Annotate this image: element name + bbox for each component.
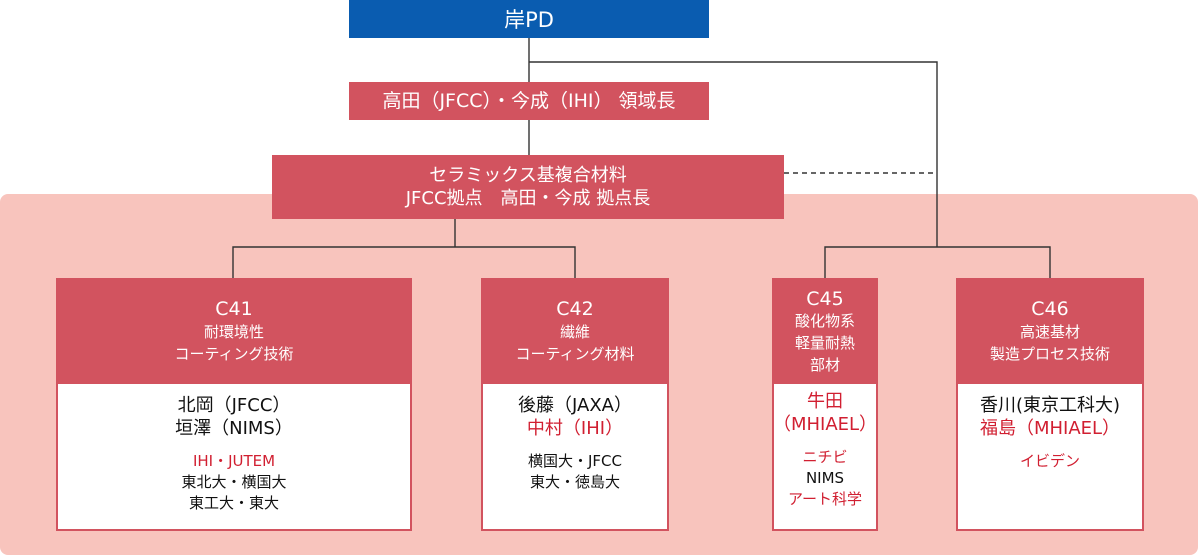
member-organization: 横国大・JFCC (528, 451, 622, 470)
group-leader: （MHIAEL） (772, 414, 878, 436)
group-title-line: 軽量耐熱 (794, 334, 855, 352)
group-card-c42: C42 繊維コーティング材料 後藤（JAXA）中村（IHI） 横国大・JFCC 東大・… (481, 278, 669, 531)
group-leader: 北岡（JFCC） (177, 395, 291, 416)
card-header: C45 酸化物系軽量耐熱部材 (774, 280, 876, 384)
base-line2: JFCC拠点 高田・今成 拠点長 (405, 188, 651, 209)
base-line1: セラミックス基複合材料 (429, 164, 627, 186)
base-branch-line (232, 246, 576, 278)
member-organization: IHI・JUTEM (192, 451, 276, 470)
group-card-c46: C46 高速基材製造プロセス技術 香川(東京工科大)福島（MHIAEL） イビデン (956, 278, 1144, 531)
group-code: C41 (215, 298, 253, 321)
card-body: 後藤（JAXA）中村（IHI） 横国大・JFCC 東大・徳島大 (483, 384, 667, 529)
member-organization: アート科学 (787, 489, 863, 508)
group-card-c41: C41 耐環境性コーティング技術 北岡（JFCC）垣澤（NIMS） IHI・JUTE… (56, 278, 412, 531)
group-code: C42 (556, 298, 594, 321)
group-card-c45: C45 酸化物系軽量耐熱部材 牛田（MHIAEL） ニチビ NIMS アート科学 (772, 278, 878, 531)
card-body: 牛田（MHIAEL） ニチビ NIMS アート科学 (772, 384, 878, 529)
base-box: セラミックス基複合材料 JFCC拠点 高田・今成 拠点長 (272, 155, 784, 219)
group-title-line: 酸化物系 (794, 312, 855, 331)
pd-branch-line (824, 246, 1051, 278)
pd-box: 岸PD (349, 0, 709, 38)
pd-direct-line (529, 61, 938, 247)
group-code: C45 (806, 287, 844, 310)
domain-leader-box: 高田（JFCC）・今成（IHI） 領域長 (349, 82, 709, 120)
group-leader: 香川(東京工科大) (979, 395, 1121, 416)
member-organization: 東大・徳島大 (529, 472, 620, 491)
group-leader: 福島（MHIAEL） (979, 418, 1121, 440)
group-title-line: コーティング材料 (515, 344, 635, 363)
group-leader: 後藤（JAXA） (518, 395, 632, 416)
group-title-line: 繊維 (559, 323, 590, 342)
member-organization: NIMS (805, 468, 845, 487)
group-leader: 牛田 (807, 391, 843, 412)
card-header: C46 高速基材製造プロセス技術 (958, 280, 1142, 384)
card-header: C41 耐環境性コーティング技術 (58, 280, 410, 384)
group-leader: 垣澤（NIMS） (175, 418, 293, 440)
member-organization: イビデン (1019, 451, 1080, 470)
group-title-line: 製造プロセス技術 (989, 344, 1110, 363)
group-title-line: コーティング技術 (174, 344, 294, 363)
domain-leader-label: 高田（JFCC）・今成（IHI） 領域長 (382, 89, 676, 112)
member-organization: ニチビ (802, 447, 848, 466)
card-header: C42 繊維コーティング材料 (483, 280, 667, 384)
group-title-line: 耐環境性 (203, 323, 264, 342)
card-body: 北岡（JFCC）垣澤（NIMS） IHI・JUTEM 東北大・横国大東工大・東大 (58, 384, 410, 529)
member-organization: 東工大・東大 (188, 493, 279, 512)
member-organization: 東北大・横国大 (181, 472, 287, 491)
card-body: 香川(東京工科大)福島（MHIAEL） イビデン (958, 384, 1142, 529)
group-title-line: 部材 (809, 355, 840, 374)
group-leader: 中村（IHI） (526, 418, 624, 440)
group-code: C46 (1031, 298, 1069, 321)
group-title-line: 高速基材 (1019, 323, 1080, 342)
pd-label: 岸PD (504, 8, 554, 32)
